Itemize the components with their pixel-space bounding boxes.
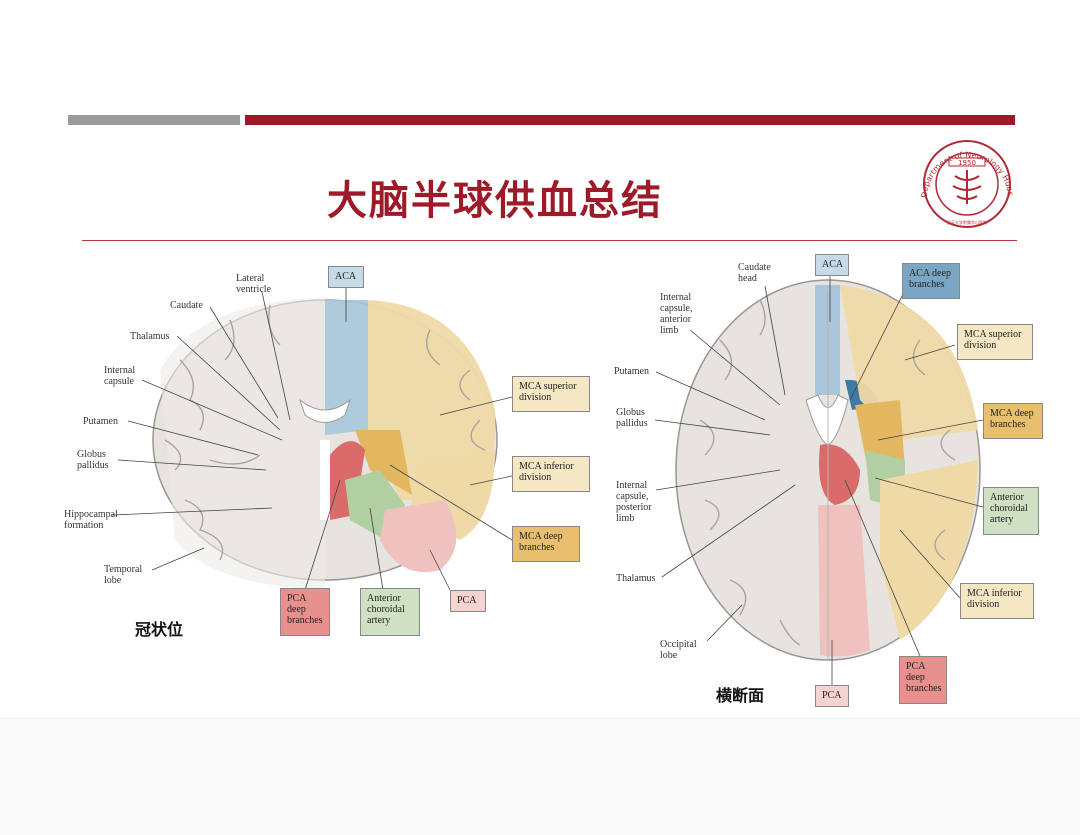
hospital-logo: Department of Neurology Huashan Hospital… [905, 140, 1015, 228]
axial-label-putamen: Putamen [614, 366, 649, 377]
coronal-label-hippocampal-formation: Hippocampal formation [64, 509, 118, 531]
axial-pca-deep-region [819, 444, 860, 505]
coronal-aca-region [325, 300, 368, 435]
axial-box-aca: ACA [815, 254, 849, 276]
title-divider [82, 240, 1017, 241]
coronal-label-lateral-ventricle: Lateral ventricle [236, 273, 271, 295]
coronal-box-pca: PCA [450, 590, 486, 612]
axial-box-aca-deep: ACA deep branches [902, 263, 960, 299]
coronal-box-pca-deep: PCA deep branches [280, 588, 330, 636]
coronal-label-internal-capsule: Internal capsule [104, 365, 136, 387]
axial-caption: 横断面 [716, 686, 765, 705]
coronal-box-mca-superior: MCA superior division [512, 376, 590, 412]
logo-year: 1950 [958, 159, 976, 167]
coronal-pca-region [380, 500, 457, 572]
axial-box-mca-deep: MCA deep branches [983, 403, 1043, 439]
coronal-caption: 冠状位 [135, 620, 184, 639]
axial-box-mca-inferior: MCA inferior division [960, 583, 1034, 619]
logo-sub-text: 复旦大学附属华山医院 [947, 219, 987, 225]
axial-brain-figure [675, 279, 981, 661]
axial-pca-region [818, 505, 870, 657]
slide-title: 大脑半球供血总结 [327, 178, 663, 224]
coronal-label-globus-pallidus: Globus pallidus [77, 449, 109, 471]
axial-label-globus-pallidus: Globus pallidus [616, 407, 648, 429]
header-bar-red [245, 115, 1015, 125]
axial-mca-inferior-region [880, 460, 978, 640]
axial-label-internal-capsule-anterior: Internal capsule, anterior limb [660, 292, 693, 336]
coronal-box-aca: ACA [328, 266, 364, 288]
axial-label-internal-capsule-posterior: Internal capsule, posterior limb [616, 480, 652, 524]
slide-bottom-panel [0, 718, 1080, 835]
coronal-box-mca-inferior: MCA inferior division [512, 456, 590, 492]
coronal-box-anterior-choroidal: Anterior choroidal artery [360, 588, 420, 636]
coronal-mca-deep-region [355, 430, 412, 495]
axial-box-pca: PCA [815, 685, 849, 707]
axial-box-mca-superior: MCA superior division [957, 324, 1033, 360]
coronal-label-thalamus: Thalamus [130, 331, 170, 342]
coronal-box-mca-deep: MCA deep branches [512, 526, 580, 562]
header-bar-gray [68, 115, 240, 125]
coronal-label-putamen: Putamen [83, 416, 118, 427]
coronal-label-temporal-lobe: Temporal lobe [104, 564, 143, 586]
axial-label-occipital-lobe: Occipital lobe [660, 639, 697, 661]
axial-box-pca-deep: PCA deep branches [899, 656, 947, 704]
axial-box-anterior-choroidal: Anterior choroidal artery [983, 487, 1039, 535]
coronal-label-caudate: Caudate [170, 300, 203, 311]
axial-mca-superior-region [840, 285, 978, 440]
coronal-brain-figure [152, 298, 498, 590]
axial-label-caudate-head: Caudate head [738, 262, 771, 284]
axial-label-thalamus: Thalamus [616, 573, 656, 584]
